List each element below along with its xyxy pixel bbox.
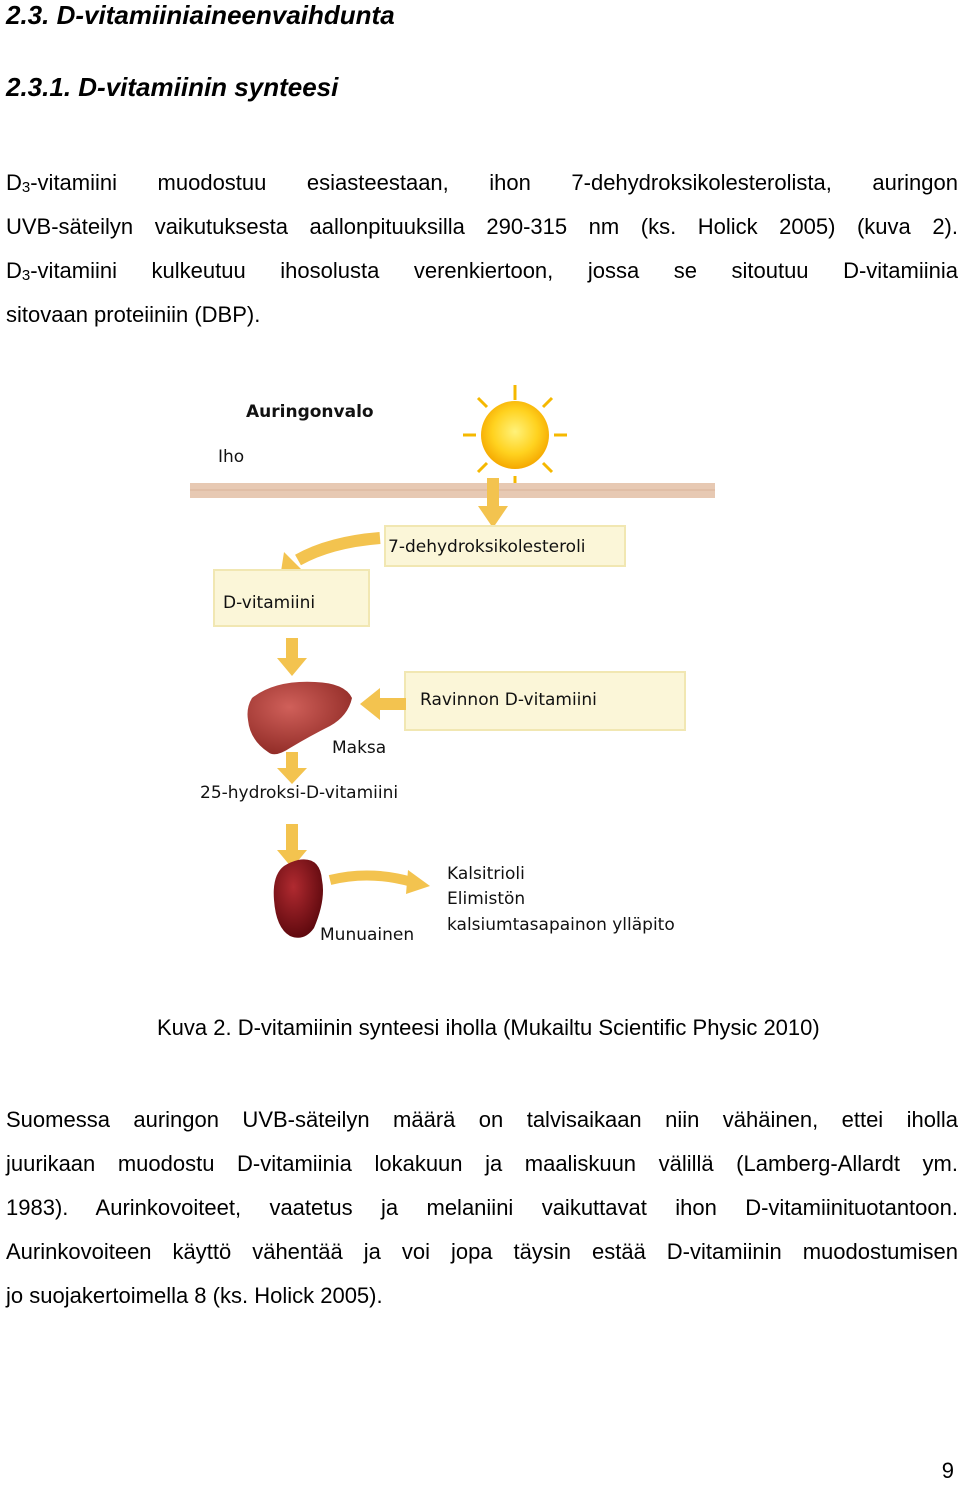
vitamin-d-synthesis-figure: Auringonvalo Iho 7-dehydroksikolesteroli… (190, 385, 715, 945)
page-number: 9 (941, 1458, 954, 1483)
paragraph-line: D3-vitamiini kulkeutuu ihosolusta verenk… (6, 258, 958, 284)
label-precursor: 7-dehydroksikolesteroli (388, 537, 586, 557)
figure-caption: Kuva 2. D-vitamiinin synteesi iholla (Mu… (157, 1015, 820, 1040)
label-skin: Iho (218, 447, 244, 467)
paragraph-line: UVB-säteilyn vaikutuksesta aallonpituuks… (6, 214, 958, 239)
arrow-down-icon (277, 752, 307, 784)
arrow-right-icon (328, 870, 430, 894)
arrow-down-icon (277, 638, 307, 676)
label-calcitriol-1: Kalsitrioli (447, 864, 525, 884)
paragraph-line: Aurinkovoiteen käyttö vähentää ja voi jo… (6, 1239, 958, 1264)
paragraph-line: jo suojakertoimella 8 (ks. Holick 2005). (6, 1283, 383, 1308)
label-calcitriol-3: kalsiumtasapainon ylläpito (447, 915, 675, 935)
paragraph-line: Suomessa auringon UVB-säteilyn määrä on … (6, 1107, 958, 1132)
label-vitamin-d: D-vitamiini (223, 593, 315, 613)
arrow-down-icon (277, 824, 307, 868)
liver-icon (247, 681, 352, 755)
kidney-icon (273, 859, 323, 938)
paragraph-winter: Suomessa auringon UVB-säteilyn määrä on … (6, 1098, 958, 1318)
label-hydroxy: 25-hydroksi-D-vitamiini (200, 783, 398, 803)
vitamin-d-box (213, 569, 370, 627)
arrow-left-icon (360, 688, 406, 720)
label-dietary: Ravinnon D-vitamiini (420, 690, 597, 710)
precursor-box (384, 525, 626, 567)
label-sunlight: Auringonvalo (246, 402, 374, 422)
paragraph-line: sitovaan proteiiniin (DBP). (6, 302, 261, 327)
arrow-down-icon (478, 478, 508, 528)
label-kidney: Munuainen (320, 925, 414, 945)
subsection-heading: 2.3.1. D-vitamiinin synteesi (6, 72, 339, 102)
paragraph-line: D3-vitamiini muodostuu esiasteestaan, ih… (6, 170, 958, 196)
sun-icon (463, 385, 567, 488)
paragraph-line: juurikaan muodostu D-vitamiinia lokakuun… (6, 1151, 958, 1176)
label-liver: Maksa (332, 738, 386, 758)
paragraph-synthesis: D3-vitamiini muodostuu esiasteestaan, ih… (6, 161, 958, 337)
section-heading: 2.3. D-vitamiiniaineenvaihdunta (6, 0, 395, 30)
label-calcitriol-2: Elimistön (447, 889, 525, 909)
dietary-box (404, 671, 686, 731)
paragraph-line: 1983). Aurinkovoiteet, vaatetus ja melan… (6, 1195, 958, 1220)
